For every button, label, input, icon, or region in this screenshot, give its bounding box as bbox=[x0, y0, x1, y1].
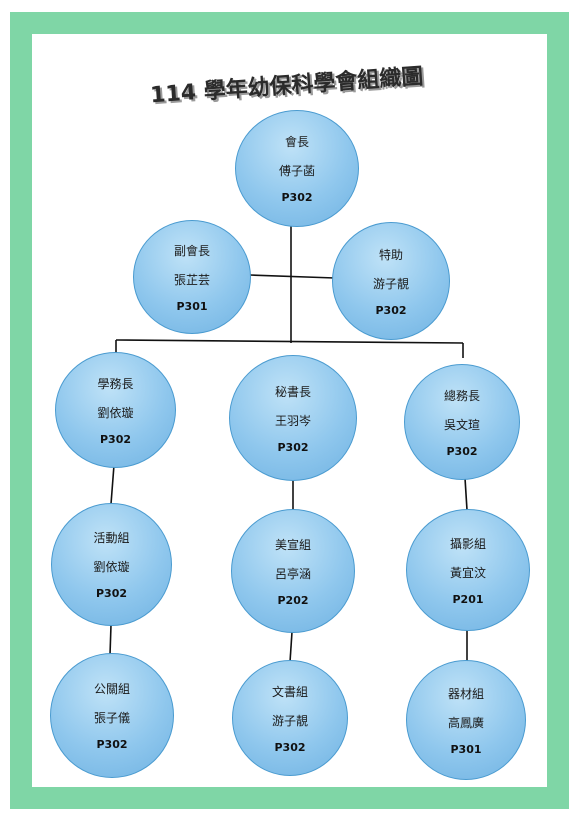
connector-left-col-1 bbox=[110, 464, 115, 505]
node-arts-publicity: 美宣組 呂亭涵 P202 bbox=[231, 509, 355, 633]
node-person: 張芷芸 bbox=[173, 272, 210, 287]
node-person: 吳文瑄 bbox=[443, 417, 480, 432]
node-room: P302 bbox=[95, 587, 128, 600]
node-documents: 文書組 游子靚 P302 bbox=[232, 660, 348, 776]
node-person: 高鳳廣 bbox=[447, 715, 484, 730]
node-special-assistant: 特助 游子靚 P302 bbox=[332, 222, 450, 340]
node-role: 攝影組 bbox=[449, 536, 486, 551]
connector-mid-col-2 bbox=[289, 631, 293, 663]
node-president: 會長 傅子菡 P302 bbox=[235, 110, 359, 227]
node-room: P302 bbox=[446, 444, 478, 458]
node-room: P302 bbox=[274, 740, 306, 754]
node-student-affairs: 學務長 劉依璇 P302 bbox=[55, 352, 176, 468]
node-secretary-general: 秘書長 王羽岑 P302 bbox=[229, 355, 357, 481]
node-role: 特助 bbox=[378, 247, 403, 262]
node-room: P302 bbox=[277, 440, 309, 454]
border-left bbox=[10, 12, 32, 809]
node-person: 王羽岑 bbox=[274, 413, 311, 428]
node-person: 游子靚 bbox=[271, 713, 308, 728]
node-room: P302 bbox=[375, 303, 407, 317]
node-role: 副會長 bbox=[173, 243, 210, 258]
node-room: P202 bbox=[277, 593, 309, 607]
connector-crossbar bbox=[115, 339, 464, 344]
node-room: P301 bbox=[450, 742, 482, 756]
node-room: P302 bbox=[96, 738, 128, 751]
node-role: 美宣組 bbox=[274, 537, 311, 552]
connector-left-col-2 bbox=[109, 624, 112, 656]
node-room: P302 bbox=[281, 191, 313, 204]
border-bottom bbox=[10, 787, 569, 809]
node-role: 學務長 bbox=[97, 376, 134, 391]
node-person: 游子靚 bbox=[372, 276, 409, 291]
node-role: 器材組 bbox=[447, 686, 484, 701]
node-person: 劉依璇 bbox=[97, 405, 134, 420]
node-general-affairs: 總務長 吳文瑄 P302 bbox=[404, 364, 520, 480]
node-activities: 活動組 劉依璇 P302 bbox=[51, 503, 172, 626]
node-role: 會長 bbox=[284, 135, 309, 149]
node-equipment: 器材組 高鳳廣 P301 bbox=[406, 660, 526, 780]
connector-vp-assistant bbox=[249, 274, 336, 279]
node-person: 傅子菡 bbox=[278, 164, 315, 178]
node-photography: 攝影組 黃宜汶 P201 bbox=[406, 509, 530, 631]
node-public-relations: 公關組 張子儀 P302 bbox=[50, 653, 174, 778]
node-person: 呂亭涵 bbox=[274, 566, 311, 581]
node-person: 劉依璇 bbox=[93, 560, 130, 574]
node-role: 文書組 bbox=[271, 684, 308, 699]
node-room: P302 bbox=[99, 432, 132, 446]
border-top bbox=[10, 12, 569, 34]
connector-right-col-1 bbox=[464, 477, 468, 511]
node-role: 秘書長 bbox=[274, 384, 311, 399]
node-room: P201 bbox=[452, 592, 484, 606]
node-role: 總務長 bbox=[443, 388, 480, 403]
border-right bbox=[547, 12, 569, 809]
node-person: 黃宜汶 bbox=[449, 565, 486, 580]
node-role: 活動組 bbox=[93, 531, 130, 545]
node-role: 公關組 bbox=[93, 682, 130, 696]
node-vice-president: 副會長 張芷芸 P301 bbox=[133, 220, 251, 334]
node-person: 張子儀 bbox=[93, 711, 130, 725]
node-room: P301 bbox=[176, 299, 208, 313]
